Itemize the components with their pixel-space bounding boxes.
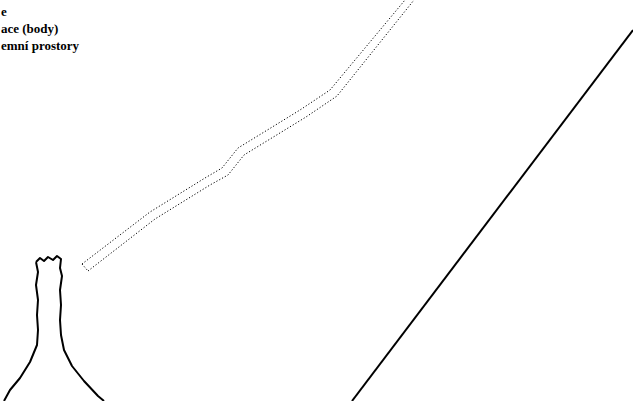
dotted-band-end	[82, 264, 88, 271]
dotted-band-edge	[88, 0, 414, 271]
label-text: ace (body)	[1, 21, 58, 36]
label-text: emní prostory	[1, 38, 79, 53]
dotted-band-edge	[82, 0, 405, 264]
label-text: e	[1, 4, 7, 19]
diagonal-line	[352, 30, 633, 401]
stump-outline	[4, 256, 104, 401]
